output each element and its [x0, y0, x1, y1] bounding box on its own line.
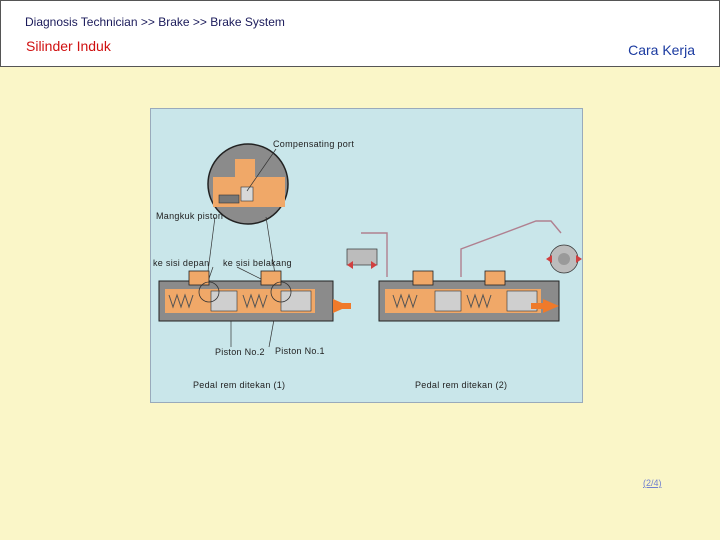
label-piston-no2: Piston No.2: [215, 347, 265, 357]
page-title: Silinder Induk: [26, 38, 111, 54]
front-caliper: [346, 248, 378, 269]
rear-caliper: [546, 244, 582, 274]
diagram-illustration: [158, 143, 582, 348]
label-ke-sisi-belakang: ke sisi belakang: [223, 258, 292, 268]
right-cylinder: [378, 270, 560, 322]
label-ke-sisi-depan: ke sisi depan: [153, 258, 210, 268]
breadcrumb: Diagnosis Technician >> Brake >> Brake S…: [25, 15, 285, 29]
label-mangkuk-piston: Mangkuk piston: [156, 211, 224, 221]
master-cylinder-diagram: Compensating port Mangkuk piston ke sisi…: [150, 108, 583, 403]
label-piston-no1: Piston No.1: [275, 346, 325, 356]
label-compensating-port: Compensating port: [273, 139, 355, 149]
header-bar: Diagnosis Technician >> Brake >> Brake S…: [0, 0, 720, 67]
caption-pedal-2: Pedal rem ditekan (2): [415, 380, 508, 390]
magnified-detail: [207, 143, 289, 225]
section-title: Cara Kerja: [628, 42, 695, 58]
brake-lines: [361, 220, 562, 277]
caption-pedal-1: Pedal rem ditekan (1): [193, 380, 286, 390]
page-indicator-link[interactable]: (2/4): [643, 478, 662, 488]
left-cylinder: [158, 270, 351, 322]
